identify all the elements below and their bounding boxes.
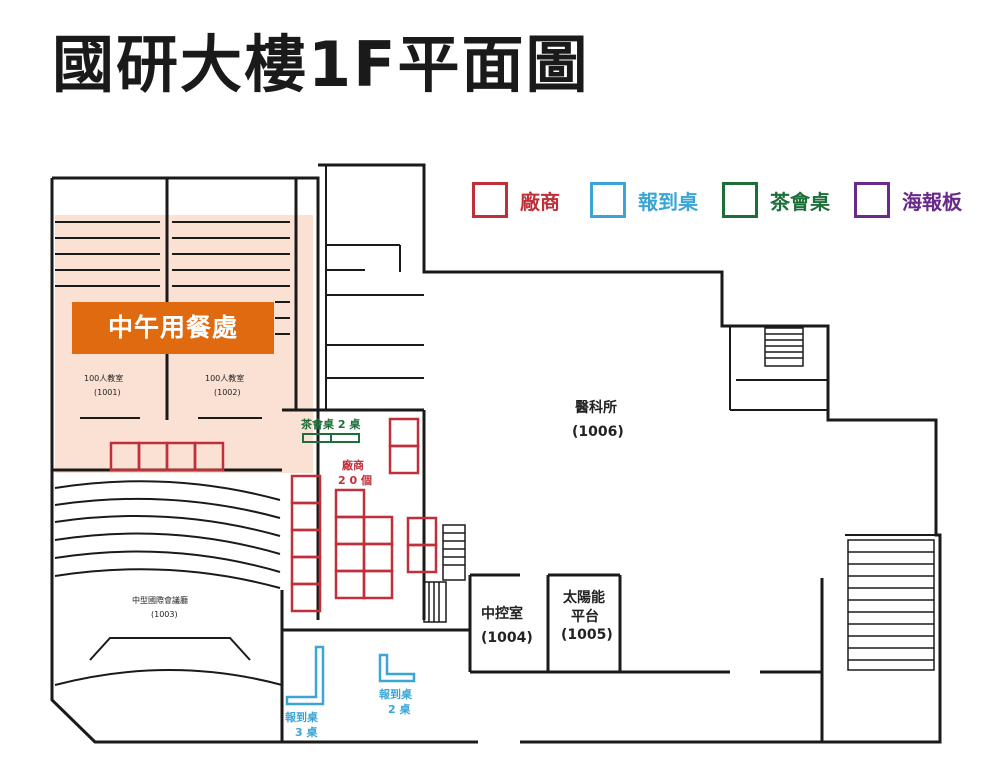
legend-poster-swatch bbox=[854, 182, 890, 218]
checkin-a-label-2: 3 桌 bbox=[295, 726, 318, 739]
room-1006-name: 醫科所 bbox=[575, 400, 617, 416]
vendor-booths bbox=[109, 417, 438, 613]
room-1003-name: 中型國際會議廳 bbox=[132, 596, 188, 605]
room-1002-code: (1002) bbox=[214, 388, 241, 397]
legend-checkin-label: 報到桌 bbox=[638, 190, 698, 214]
room-1004-name: 中控室 bbox=[481, 606, 523, 622]
legend-checkin-swatch bbox=[590, 182, 626, 218]
room-1005-name-2: 平台 bbox=[571, 609, 599, 625]
room-1006-code: (1006) bbox=[572, 424, 624, 440]
room-1002-name: 100人教室 bbox=[205, 374, 245, 383]
legend-vendor-swatch bbox=[472, 182, 508, 218]
checkin-b-label-2: 2 桌 bbox=[388, 703, 411, 716]
walls bbox=[50, 163, 942, 744]
legend-tea-label: 茶會桌 bbox=[770, 190, 830, 214]
room-1003-code: (1003) bbox=[151, 610, 178, 619]
checkin-desks bbox=[285, 645, 416, 706]
lunch-area-label: 中午用餐處 bbox=[72, 302, 274, 354]
legend-poster-label: 海報板 bbox=[902, 190, 962, 214]
room-1005-name-1: 太陽能 bbox=[563, 590, 605, 606]
tea-count-label: 茶會桌 2 桌 bbox=[301, 418, 361, 431]
vendor-count-label-2: 2 0 個 bbox=[338, 474, 372, 487]
room-1005-code: (1005) bbox=[561, 627, 613, 643]
legend-tea-swatch bbox=[722, 182, 758, 218]
checkin-a-label-1: 報到桌 bbox=[285, 711, 318, 724]
room-1004-code: (1004) bbox=[481, 630, 533, 646]
tea-tables bbox=[302, 433, 360, 443]
stairs bbox=[423, 327, 935, 671]
room-1001-name: 100人教室 bbox=[84, 374, 124, 383]
checkin-b-label-1: 報到桌 bbox=[379, 688, 412, 701]
map-title: 國研大樓1F平面圖 bbox=[52, 28, 590, 101]
room-1001-code: (1001) bbox=[94, 388, 121, 397]
vendor-count-label-1: 廠商 bbox=[342, 459, 364, 472]
legend-vendor-label: 廠商 bbox=[520, 190, 560, 214]
